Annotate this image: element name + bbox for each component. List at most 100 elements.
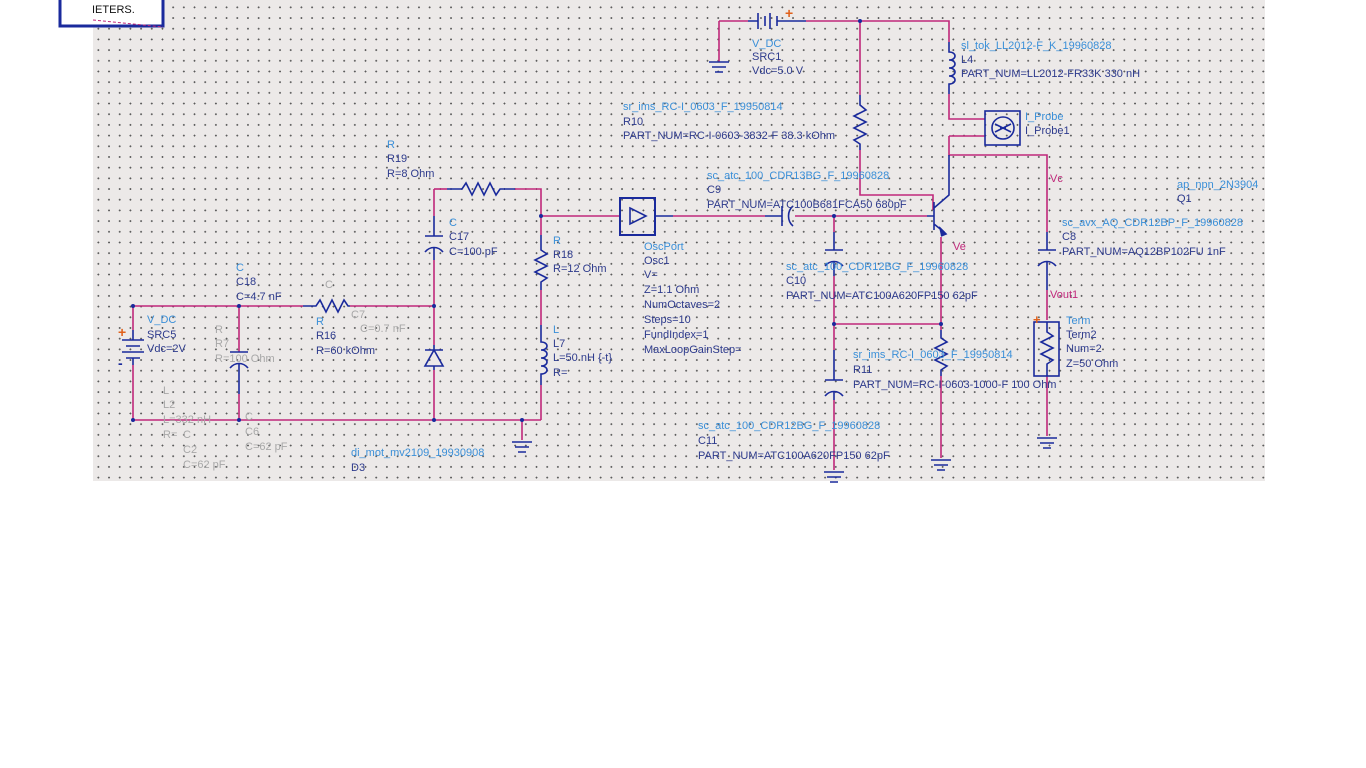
q1-name: ap_npn_2N3904 (1177, 179, 1258, 191)
wires (132, 20, 1048, 470)
parameters-box-label: IETERS. (92, 4, 135, 16)
junction-dots (131, 19, 943, 422)
q1-transistor-symbol[interactable] (927, 155, 950, 237)
r16-id: R16 (316, 330, 336, 342)
src5-value: Vdc=2V (147, 343, 186, 355)
r11-name: sr_ims_RC-I_0603_F_19950814 (853, 349, 1013, 361)
c8-capacitor-symbol[interactable] (1037, 232, 1057, 290)
osc-port-symbol[interactable] (619, 197, 673, 236)
c7-value: C=0.7 nF (360, 323, 406, 335)
c7-id: C7 (351, 309, 365, 321)
c8-part: PART_NUM=AQ12BP102FU 1nF (1062, 246, 1226, 258)
src5-plus-sign: + (118, 324, 126, 340)
c2-id: C2 (183, 444, 197, 456)
r19-resistor-symbol[interactable] (447, 181, 515, 197)
r7-id: R7 (215, 338, 229, 350)
r18-id: R18 (553, 249, 573, 261)
c17-value: C=100 pF (449, 246, 498, 258)
c11-capacitor-symbol[interactable] (824, 350, 844, 400)
c10-name: sc_atc_100_CDR12BG_F_19960828 (786, 261, 968, 273)
l7-value: L=50 nH {-t} (553, 352, 612, 364)
r18-resistor-symbol[interactable] (533, 235, 549, 290)
l4-id: L4 (961, 54, 973, 66)
c10-part: PART_NUM=ATC100A620FP150 62pF (786, 290, 978, 302)
parameters-box[interactable]: IETERS. (58, 0, 165, 28)
term2-symbol[interactable] (1033, 321, 1060, 377)
d3-name: di_mot_mv2109_19930908 (351, 447, 484, 459)
r10-id: R10 (623, 116, 643, 128)
src1-id: SRC1 (752, 51, 781, 63)
r7-name: R (215, 324, 223, 336)
schematic-canvas[interactable] (93, 0, 1265, 481)
c6-id: C6 (245, 426, 259, 438)
c11-name: sc_atc_100_CDR12BG_F_19960828 (698, 420, 880, 432)
r19-name: R (387, 139, 395, 151)
l4-inductor-symbol[interactable] (948, 42, 956, 94)
r10-part: PART_NUM=RC-I-0603-3832-F 38.3 kOhm (623, 130, 835, 142)
r10-name: sr_ims_RC-I_0603_F_19950814 (623, 101, 783, 113)
c17-capacitor-symbol[interactable] (424, 216, 444, 260)
src1-ground-icon (709, 61, 729, 73)
c17-name: C (449, 217, 457, 229)
l2-value: L=332 nH (163, 414, 211, 426)
src1-battery-symbol[interactable] (748, 13, 806, 29)
ground-icon (512, 441, 532, 453)
r19-id: R19 (387, 153, 407, 165)
c9-capacitor-symbol[interactable] (765, 205, 794, 227)
node-ve: Ve (953, 241, 966, 253)
c17-id: C17 (449, 231, 469, 243)
l7-name: L (553, 324, 559, 336)
d3-diode-symbol[interactable] (423, 345, 445, 370)
l2-name: L (163, 385, 169, 397)
q1-id: Q1 (1177, 193, 1192, 205)
c18-capacitor-symbol[interactable] (229, 351, 249, 394)
c18-value: C=4.7 nF (236, 291, 282, 303)
term2-z: Z=50 Ohm (1066, 358, 1118, 370)
l7-r: R= (553, 367, 567, 379)
src5-minus-sign: - (118, 355, 123, 371)
c2-value: C=62 pF (183, 459, 226, 471)
r10-resistor-symbol[interactable] (852, 95, 868, 150)
iprobe-id: I_Probe1 (1025, 125, 1070, 137)
osc1-param: Steps=10 (644, 314, 691, 326)
c10-capacitor-symbol[interactable] (824, 232, 844, 276)
c11-id: C11 (698, 435, 717, 447)
c18-name: C (236, 262, 244, 274)
i-probe-symbol[interactable] (984, 110, 1021, 146)
l7-inductor-symbol[interactable] (540, 325, 548, 385)
c9-id: C9 (707, 184, 721, 196)
src1-value: Vdc=5.0 V (752, 65, 804, 77)
c8-name: sc_avx_AQ_CDR12BP_F_19960828 (1062, 217, 1243, 229)
src1-plus-sign: + (785, 5, 793, 21)
src1-name: V_DC (752, 38, 781, 50)
l4-name: sl_tok_LL2012-F_K_19960828 (961, 40, 1111, 52)
r19-value: R=8 Ohm (387, 168, 434, 180)
osc1-param: MaxLoopGainStep= (644, 344, 742, 356)
term2-name: Term (1066, 315, 1090, 327)
l2-r: R= (163, 429, 177, 441)
osc1-param: FundIndex=1 (644, 329, 709, 341)
src5-name: V_DC (147, 314, 176, 326)
src5-id: SRC5 (147, 329, 176, 341)
node-vout1: Vout1 (1050, 289, 1078, 301)
c11-ground-icon (824, 471, 844, 483)
d3-id: D3 (351, 462, 365, 474)
r16-name: R (316, 316, 324, 328)
term2-ground-icon (1037, 437, 1057, 449)
r18-name: R (553, 235, 561, 247)
src5-battery-symbol[interactable] (122, 330, 144, 365)
r18-value: R=12 Ohm (553, 263, 607, 275)
osc1-param: V= (644, 269, 658, 281)
osc1-param: Z=1.1 Ohm (644, 284, 699, 296)
r11-resistor-symbol[interactable] (933, 330, 949, 376)
c2-name: C (183, 429, 191, 441)
r7-value: R=100 Ohm (215, 353, 275, 365)
c9-part: PART_NUM=ATC100B681FCA50 680pF (707, 199, 907, 211)
r16-resistor-symbol[interactable] (303, 298, 350, 314)
c8-id: C8 (1062, 231, 1076, 243)
c10-id: C10 (786, 275, 806, 287)
c18-id: C18 (236, 276, 256, 288)
r11-ground-icon (931, 459, 951, 471)
osc1-name: OscPort (644, 241, 684, 253)
